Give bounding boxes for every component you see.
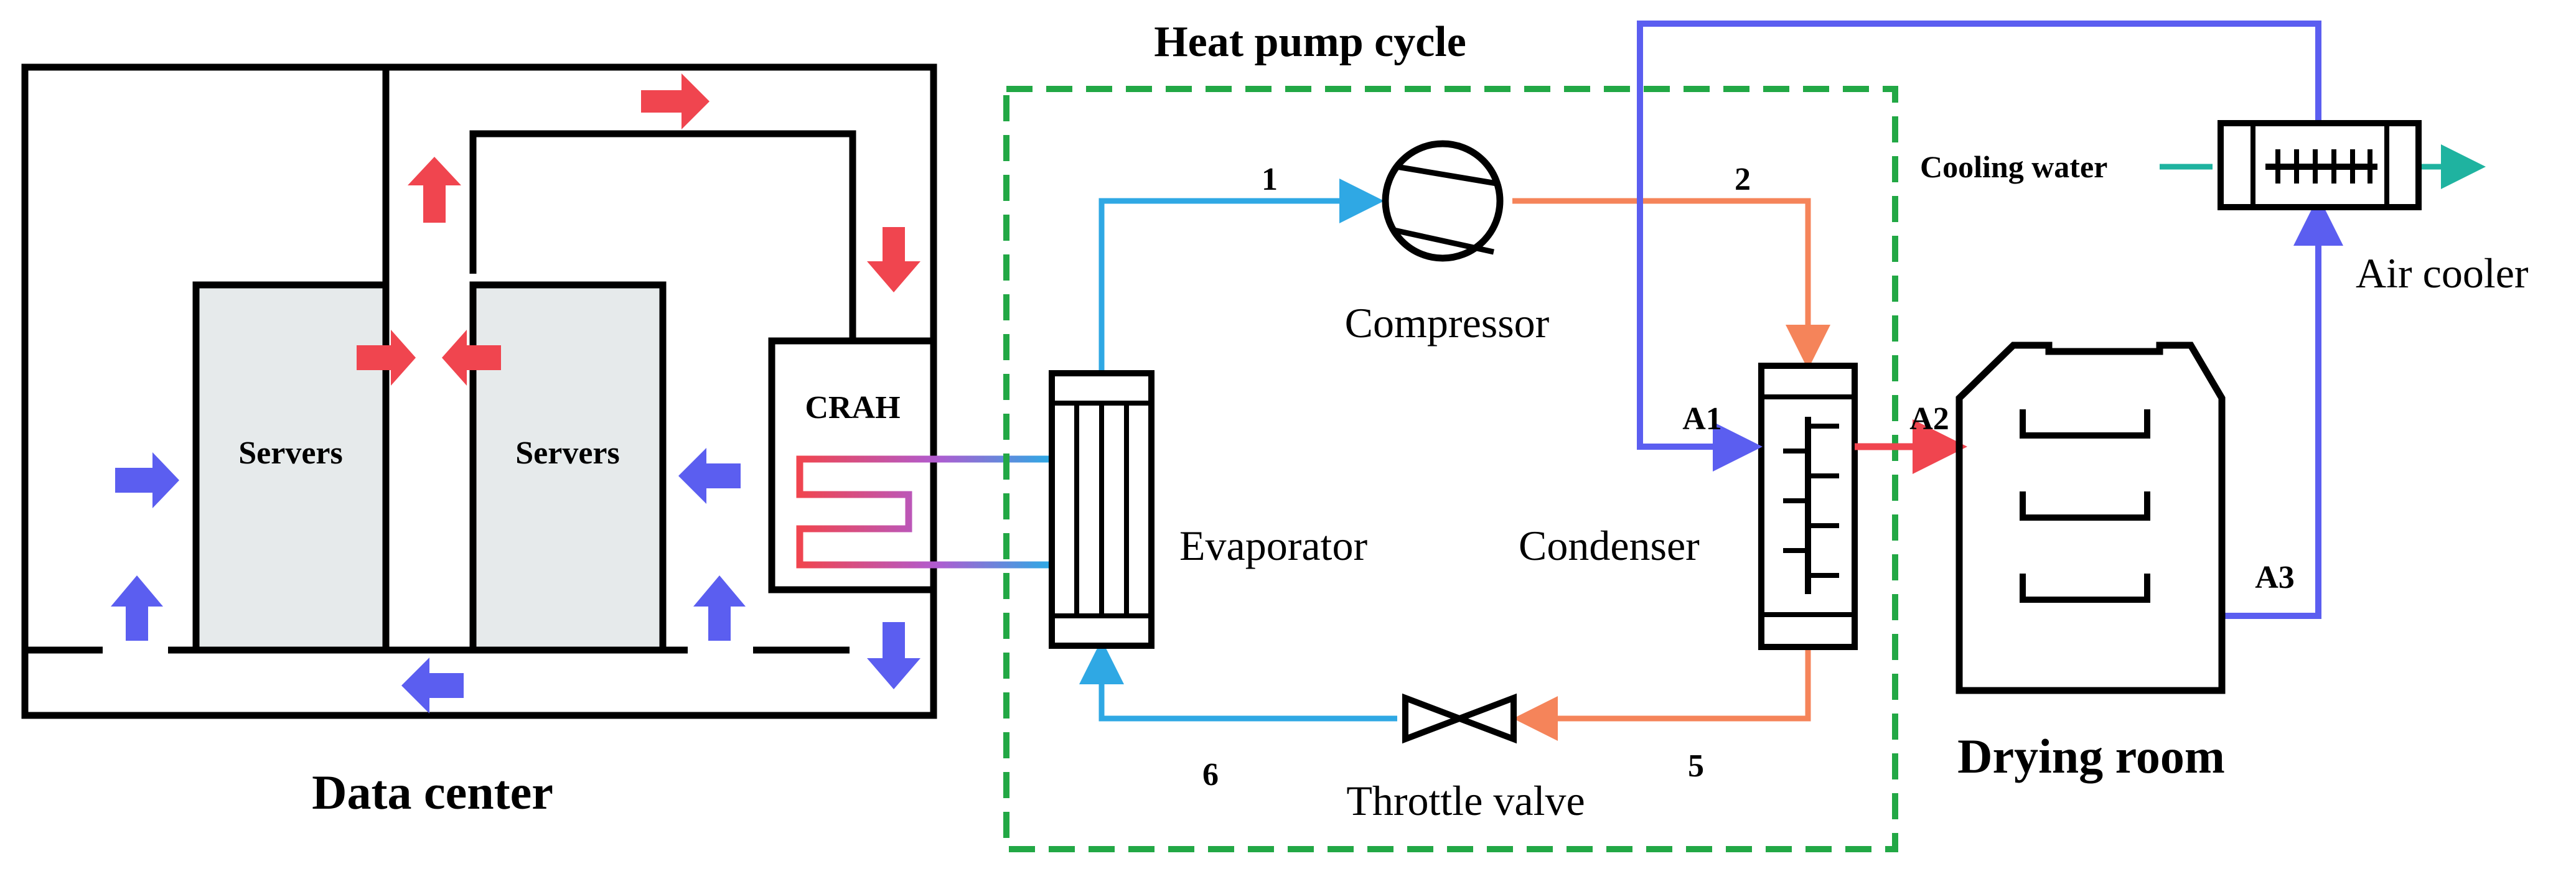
state-point-5: 5: [1688, 748, 1704, 784]
air-state-a1: A1: [1682, 401, 1722, 437]
cooling-water-label: Cooling water: [1920, 149, 2107, 184]
air-line-cooler-to-a1: [1637, 21, 2321, 472]
air-state-a2: A2: [1909, 401, 1949, 437]
air-state-a3: A3: [2255, 560, 2295, 595]
compressor-symbol: [1382, 140, 1504, 262]
throttle-valve-right: [1450, 693, 1517, 744]
servers-rack-left: [192, 281, 390, 654]
condenser-fins: [1783, 424, 1839, 578]
drying-room-symbol: [1955, 342, 2226, 694]
drying-tray-1: [2020, 409, 2150, 439]
throttle-valve-symbol: [1402, 693, 1517, 744]
cold-air-arrows: [111, 448, 920, 714]
air-cooler-label: Air cooler: [2356, 249, 2529, 297]
crah-label: CRAH: [805, 390, 900, 426]
hot-air-arrow-right-center: [357, 330, 416, 386]
refrigerant-line-6: [1079, 639, 1397, 722]
condenser-symbol: [1758, 363, 1858, 650]
data-center: Servers Servers CRAH Data center: [21, 63, 1049, 819]
cold-air-arrow-inlet-left: [115, 452, 179, 508]
drying-room-title: Drying room: [1957, 729, 2225, 783]
state-point-6: 6: [1202, 757, 1219, 793]
crah-coil: [796, 455, 1049, 569]
hot-air-arrow-down: [867, 227, 920, 292]
servers-rack-right: [469, 281, 667, 654]
hot-air-arrow-up: [408, 157, 461, 223]
refrigerant-line-1: [1098, 179, 1384, 373]
hot-air-arrow-left-center: [442, 330, 501, 386]
throttle-valve-left: [1402, 693, 1469, 744]
servers-left-label: Servers: [238, 435, 342, 471]
hot-aisle-duct: [469, 130, 856, 341]
heat-pump-cycle-title: Heat pump cycle: [1154, 18, 1466, 66]
crah-unit: [768, 337, 937, 593]
evaporator-label: Evaporator: [1179, 522, 1367, 569]
cold-air-arrow-up-right: [693, 575, 746, 641]
cold-air-arrow-up-left: [111, 575, 163, 641]
hot-air-arrows: [357, 73, 920, 386]
air-loop: Cooling water Air cooler Drying room A1 …: [1637, 21, 2529, 783]
state-point-2: 2: [1735, 162, 1751, 197]
refrigerant-line-2: [1512, 198, 1830, 370]
data-center-outer-wall: [21, 63, 937, 719]
heat-pump-cycle: Heat pump cycle Compressor Evaporator: [1003, 18, 1898, 852]
cold-air-arrow-floor: [401, 658, 464, 714]
cold-air-arrow-down-crah: [867, 622, 920, 689]
air-cooler-symbol: [2218, 120, 2422, 210]
hot-air-arrow-top: [641, 73, 710, 129]
drying-tray-3: [2020, 574, 2150, 603]
state-point-1: 1: [1262, 162, 1278, 197]
air-line-a3-to-cooler: [2222, 196, 2343, 619]
condenser-label: Condenser: [1519, 522, 1700, 569]
evaporator-symbol: [1049, 370, 1155, 649]
heat-pump-cycle-boundary: [1003, 86, 1898, 852]
data-center-title: Data center: [312, 765, 553, 819]
drying-room-body: [1955, 342, 2226, 694]
compressor-blade-bottom: [1393, 227, 1494, 255]
refrigerant-line-5: [1513, 647, 1811, 741]
compressor-label: Compressor: [1345, 299, 1550, 346]
air-cooler-fins: [2275, 149, 2372, 184]
cold-air-arrow-inlet-right: [678, 448, 741, 504]
throttle-valve-label: Throttle valve: [1346, 777, 1585, 824]
servers-right-label: Servers: [515, 435, 619, 471]
compressor-blade-top: [1396, 164, 1497, 187]
drying-tray-2: [2020, 491, 2150, 521]
